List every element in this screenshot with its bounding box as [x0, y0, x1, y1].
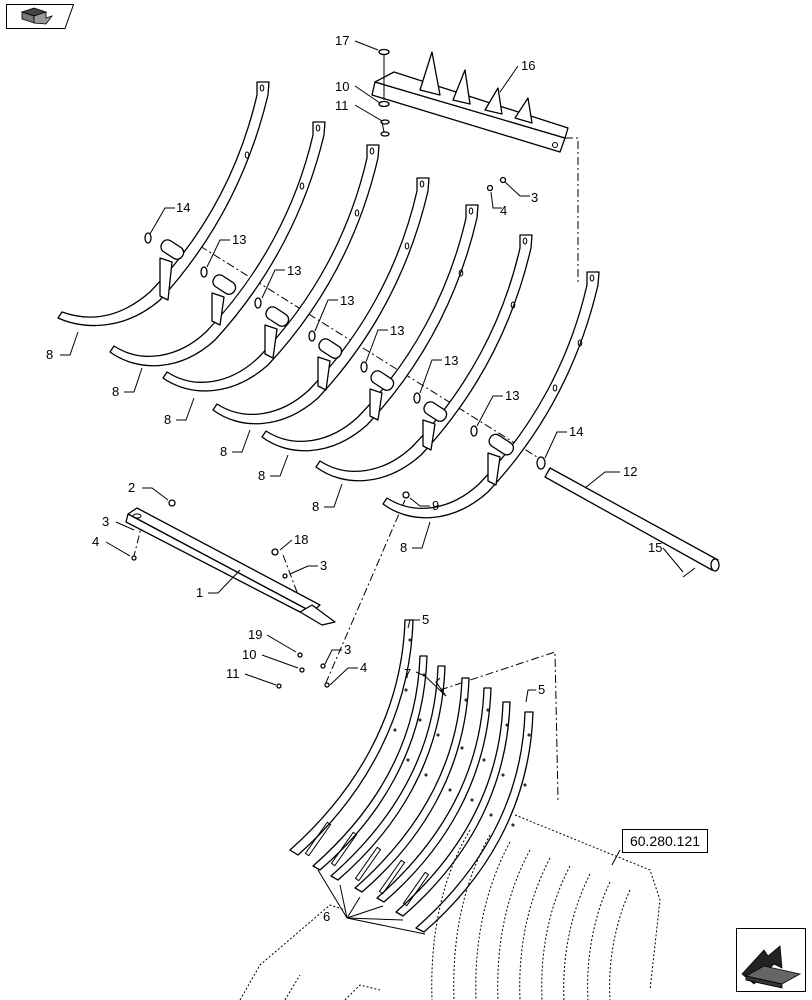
callout-19: 19	[248, 627, 262, 642]
callout-8: 8	[112, 384, 119, 399]
callout-3: 3	[102, 514, 109, 529]
callout-5: 5	[538, 682, 545, 697]
next-arrow-icon	[741, 945, 802, 989]
spacers	[144, 232, 546, 470]
callout-14: 14	[176, 200, 190, 215]
callout-13: 13	[232, 232, 246, 247]
callout-4: 4	[360, 660, 367, 675]
callout-1: 1	[196, 585, 203, 600]
wear-strips	[289, 619, 534, 933]
shaft	[544, 467, 720, 578]
callout-3: 3	[531, 190, 538, 205]
callout-8: 8	[220, 444, 227, 459]
callout-6: 6	[323, 909, 330, 924]
callout-8: 8	[258, 468, 265, 483]
reference-link[interactable]: 60.280.121	[622, 829, 708, 853]
small-hardware	[131, 176, 507, 689]
callout-11: 11	[226, 666, 240, 681]
callout-13: 13	[340, 293, 354, 308]
callout-15: 15	[648, 540, 662, 555]
knife-bar-assembly	[371, 51, 569, 153]
callout-labels: 17 10 11 16 4 3 14 13 13 13 13 13 13 14 …	[46, 33, 662, 924]
callout-8: 8	[400, 540, 407, 555]
next-button[interactable]	[736, 928, 806, 992]
callout-4: 4	[92, 534, 99, 549]
callout-13: 13	[287, 263, 301, 278]
back-arrow-icon	[20, 7, 54, 25]
callout-13: 13	[444, 353, 458, 368]
callout-16: 16	[521, 58, 535, 73]
callout-13: 13	[390, 323, 404, 338]
reference-housing	[239, 814, 661, 1000]
callout-13: 13	[505, 388, 519, 403]
callout-7: 7	[404, 666, 411, 681]
callout-10: 10	[242, 647, 256, 662]
callout-18: 18	[294, 532, 308, 547]
callout-8: 8	[164, 412, 171, 427]
callout-5: 5	[422, 612, 429, 627]
leader-lines	[60, 40, 684, 935]
callout-12: 12	[623, 464, 637, 479]
mounting-bar	[125, 507, 336, 626]
callout-8: 8	[46, 347, 53, 362]
callout-2: 2	[128, 480, 135, 495]
back-button[interactable]	[6, 4, 74, 29]
callout-14: 14	[569, 424, 583, 439]
bolt-stack	[378, 48, 390, 137]
callout-11: 11	[335, 98, 349, 113]
callout-3: 3	[320, 558, 327, 573]
callout-3: 3	[344, 642, 351, 657]
curved-bands	[57, 81, 600, 519]
callout-10: 10	[335, 79, 349, 94]
hubs	[159, 239, 515, 486]
callout-4: 4	[500, 203, 507, 218]
callout-17: 17	[335, 33, 349, 48]
callout-8: 8	[312, 499, 319, 514]
callout-9: 9	[432, 498, 439, 513]
